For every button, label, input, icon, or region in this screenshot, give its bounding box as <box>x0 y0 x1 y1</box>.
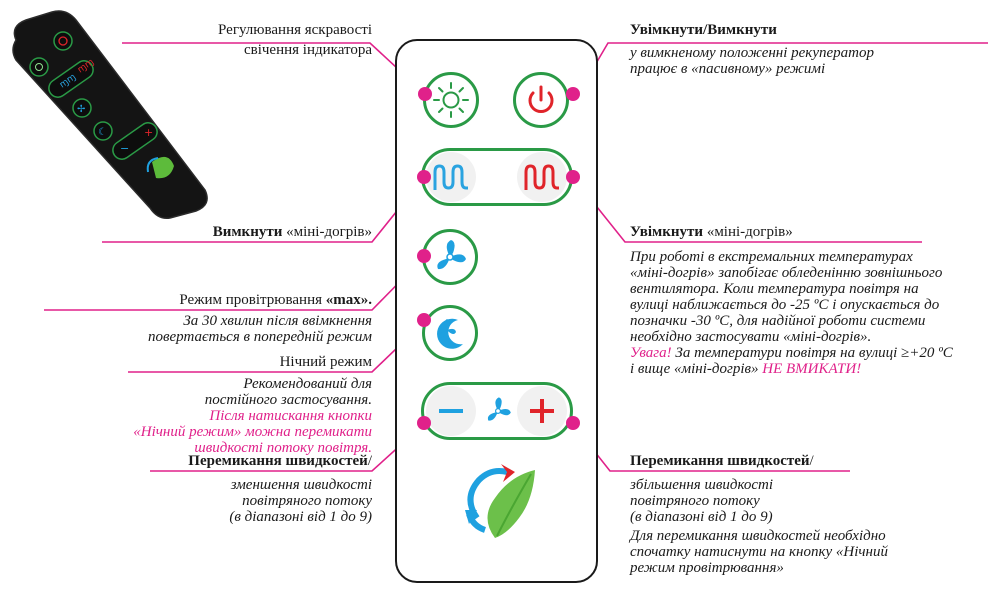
label-speed-up-desc1: збільшення швидкості <box>630 477 774 493</box>
label-night-desc2: постійного застосування. <box>204 392 372 408</box>
heater-on-button[interactable] <box>517 152 567 202</box>
label-speed-down-title: Перемикання швидкостей <box>188 453 368 469</box>
brightness-icon <box>433 82 469 118</box>
marker-heater-off <box>417 170 431 184</box>
marker-speed-up <box>566 416 580 430</box>
label-speed-down-desc2: повітряного потоку <box>242 493 372 509</box>
label-heater-off-bold: Вимкнути <box>212 224 283 240</box>
label-speed-up: Перемикання швидкостей/ збільшення швидк… <box>630 453 970 576</box>
label-heater-on-desc3: вулиці наближається до -25 ºС і опускаєт… <box>630 297 940 313</box>
label-speed-down: Перемикання швидкостей/ зменшення швидко… <box>120 453 372 525</box>
marker-speed-down <box>417 416 431 430</box>
power-button[interactable] <box>513 72 569 128</box>
label-night-title: Нічний режим <box>279 354 372 370</box>
label-speed-up-desc3: (в діапазоні від 1 до 9) <box>630 509 773 525</box>
label-brightness: Регулювання яскравості свічення індикато… <box>150 22 372 58</box>
label-night-pink1: Після натискання кнопки <box>209 408 372 424</box>
label-heater-off: Вимкнути «міні-догрів» <box>120 224 372 240</box>
label-power-desc2: працює в «пасивному» режимі <box>630 61 826 77</box>
label-fan-max: Режим провітрювання «max». За 30 хвилин … <box>60 292 372 345</box>
label-power: Увімкнути/Вимкнути у вимкненому положенн… <box>630 22 970 77</box>
label-heater-on-desc4: позначки -30 ºС, для надійної роботи сис… <box>630 313 926 329</box>
heater-off-icon <box>433 164 468 190</box>
label-heater-on-desc2: вентилятора. Коли температура повітря на <box>630 281 919 297</box>
label-speed-up-note1: Для перемикання швидкостей необхідно <box>630 528 886 544</box>
plus-icon <box>530 399 554 423</box>
svg-text:−: − <box>120 142 129 155</box>
label-brightness-line1: Регулювання яскравості <box>218 22 372 38</box>
svg-text:+: + <box>144 126 153 139</box>
heater-on-icon <box>524 164 559 190</box>
label-heater-on-desc1: «міні-догрів» запобігає обледенінню зовн… <box>630 265 943 281</box>
marker-night <box>417 313 431 327</box>
svg-text:☾: ☾ <box>98 127 107 138</box>
label-fan-max-desc2: повертається в попередній режим <box>147 329 372 345</box>
night-mode-button[interactable] <box>422 305 478 361</box>
label-heater-on: Увімкнути «міні-догрів» При роботі в екс… <box>630 224 990 377</box>
label-speed-down-desc3: (в діапазоні від 1 до 9) <box>229 509 372 525</box>
label-speed-up-note2: спочатку натиснути на кнопку «Нічний <box>630 544 888 560</box>
label-heater-on-warning-text2: і вище «міні-догрів» <box>630 361 763 377</box>
label-heater-on-title-rest: «міні-догрів» <box>703 224 793 240</box>
minus-icon <box>439 409 463 413</box>
label-speed-up-slash: / <box>809 453 814 469</box>
fan-max-icon <box>437 240 466 270</box>
marker-power <box>566 87 580 101</box>
marker-heater-on <box>566 170 580 184</box>
brand-logo-icon <box>465 464 535 538</box>
label-power-desc1: у вимкненому положенні рекуператор <box>630 45 874 61</box>
label-night-pink2: «Нічний режим» можна перемикати <box>133 424 372 440</box>
remote-control-frame <box>395 39 598 583</box>
label-speed-up-title: Перемикання швидкостей <box>630 453 810 469</box>
marker-fan-max <box>417 249 431 263</box>
label-power-title: Увімкнути/Вимкнути <box>630 22 777 38</box>
label-night: Нічний режим Рекомендований для постійно… <box>100 354 372 456</box>
label-brightness-line2: свічення індикатора <box>243 42 372 58</box>
label-speed-down-slash: / <box>367 453 372 469</box>
label-heater-off-rest: «міні-догрів» <box>282 224 372 240</box>
label-heater-on-desc0: При роботі в екстремальних температурах <box>630 249 913 265</box>
svg-text:✢: ✢ <box>77 104 85 115</box>
fan-max-button[interactable] <box>422 229 478 285</box>
label-heater-on-desc5: необхідно застосувати «міні-догрів». <box>630 329 872 345</box>
heater-off-button[interactable] <box>426 152 476 202</box>
label-fan-max-title: Режим провітрювання <box>179 292 326 308</box>
label-night-pink3: швидкості потоку повітря. <box>194 440 372 456</box>
label-heater-on-warning-emph: НЕ ВМИКАТИ! <box>762 361 862 377</box>
brightness-button[interactable] <box>423 72 479 128</box>
label-fan-max-desc1: За 30 хвилин після ввімкнення <box>183 313 372 329</box>
fan-icon <box>487 397 511 421</box>
label-heater-on-title-bold: Увімкнути <box>630 224 704 240</box>
label-heater-on-warning-text1: За температури повітря на вулиці ≥+20 ºС <box>671 345 953 361</box>
power-icon <box>528 85 554 113</box>
marker-brightness <box>418 87 432 101</box>
remote-thumbnail: ɱɱ ɱɱ ✢ ☾ − + <box>12 10 208 220</box>
label-fan-max-title-bold: «max». <box>325 292 372 308</box>
label-speed-up-desc2: повітряного потоку <box>630 493 760 509</box>
label-heater-on-warning-label: Увага! <box>630 345 672 361</box>
label-speed-up-note3: режим провітрювання» <box>630 560 784 576</box>
speed-up-button[interactable] <box>517 386 567 436</box>
night-mode-icon <box>437 318 463 349</box>
label-speed-down-desc1: зменшення швидкості <box>230 477 372 493</box>
speed-down-button[interactable] <box>426 386 476 436</box>
label-night-desc1: Рекомендований для <box>243 376 372 392</box>
